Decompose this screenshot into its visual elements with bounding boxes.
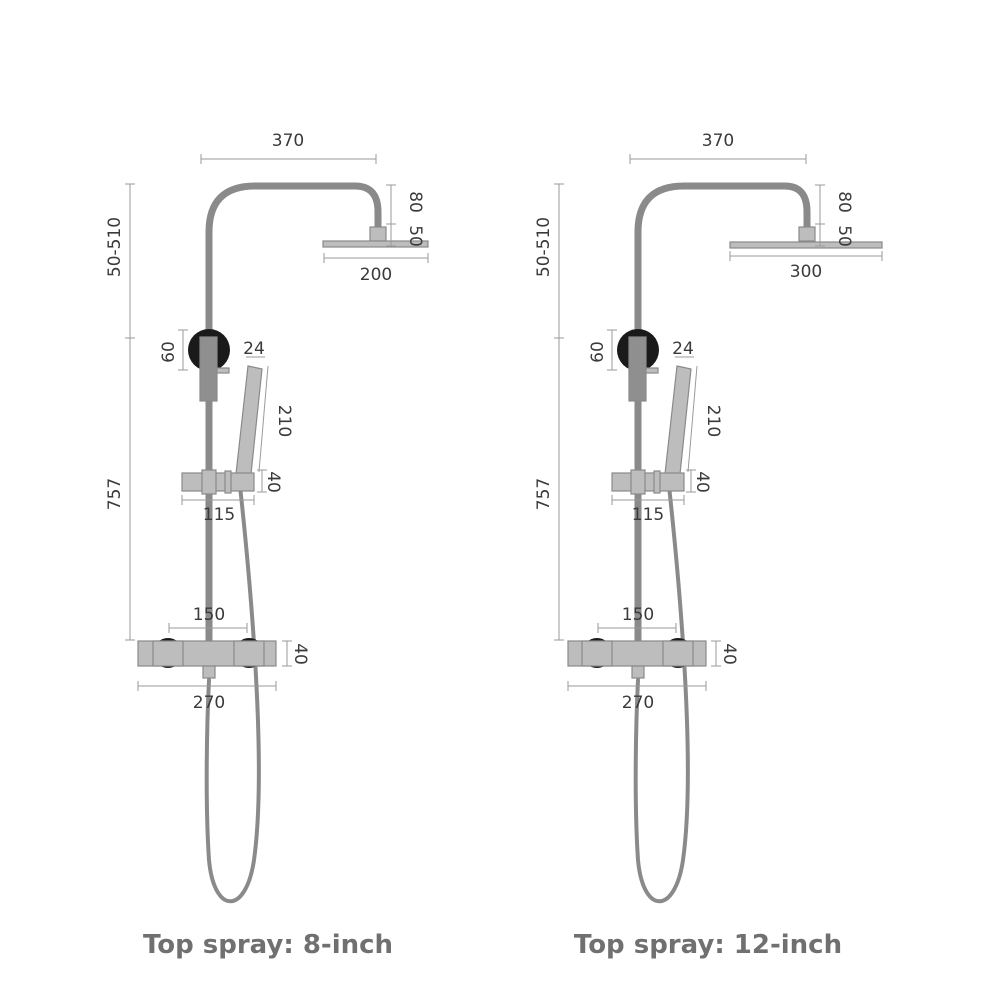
dim-valve-height: 40 bbox=[290, 643, 310, 665]
dim-head-thickness: 50 bbox=[834, 225, 854, 247]
rain-head bbox=[729, 241, 883, 249]
caption-8inch: Top spray: 8-inch bbox=[143, 930, 393, 960]
holder-block bbox=[628, 336, 647, 402]
slider-bar bbox=[181, 472, 255, 492]
slider-bar bbox=[611, 472, 685, 492]
dimension-lines bbox=[125, 154, 429, 691]
slider-clamp bbox=[630, 469, 646, 495]
slider-clip bbox=[653, 470, 661, 494]
dim-adjust-range: 50-510 bbox=[105, 217, 125, 277]
dim-valve-height: 40 bbox=[719, 643, 739, 665]
dim-valve-centers: 150 bbox=[622, 605, 654, 625]
head-connector bbox=[798, 226, 816, 242]
holder-block bbox=[199, 336, 218, 402]
dim-head-height: 80 bbox=[834, 191, 854, 213]
hose bbox=[204, 484, 261, 904]
dim-holder-size: 60 bbox=[588, 341, 608, 363]
hose bbox=[633, 484, 690, 904]
dim-holder-size: 60 bbox=[159, 341, 179, 363]
riser-pipe bbox=[205, 182, 382, 679]
valve-outlet bbox=[631, 665, 645, 679]
hand-shower bbox=[664, 365, 692, 475]
dim-slider-width: 115 bbox=[632, 505, 664, 525]
left-knob-sleeve bbox=[152, 640, 184, 667]
shower-unit-8inch: 370 80 50 200 50-510 757 60 24 210 40 11… bbox=[105, 131, 429, 960]
hand-shower bbox=[235, 365, 263, 475]
dim-slider-width: 115 bbox=[203, 505, 235, 525]
dim-hand-width: 24 bbox=[672, 339, 694, 359]
right-knob-sleeve bbox=[662, 640, 694, 667]
dim-head-height: 80 bbox=[405, 191, 425, 213]
dim-slider-height: 40 bbox=[692, 471, 712, 493]
holder-tab bbox=[216, 367, 230, 374]
dim-valve-centers: 150 bbox=[193, 605, 225, 625]
dim-head-diameter: 200 bbox=[360, 265, 392, 285]
dim-head-diameter: 300 bbox=[790, 262, 822, 282]
dim-valve-width: 270 bbox=[193, 693, 225, 713]
holder-tab bbox=[645, 367, 659, 374]
slider-clip bbox=[224, 470, 232, 494]
dim-rail-length: 757 bbox=[534, 478, 554, 510]
riser-pipe bbox=[634, 182, 811, 679]
dim-head-thickness: 50 bbox=[405, 225, 425, 247]
right-knob-sleeve bbox=[233, 640, 265, 667]
dimension-lines bbox=[554, 154, 883, 691]
dim-slider-height: 40 bbox=[263, 471, 283, 493]
dim-valve-width: 270 bbox=[622, 693, 654, 713]
valve-outlet bbox=[202, 665, 216, 679]
dim-adjust-range: 50-510 bbox=[534, 217, 554, 277]
left-knob-sleeve bbox=[581, 640, 613, 667]
dim-arm-reach: 370 bbox=[702, 131, 734, 151]
dim-hand-length: 210 bbox=[703, 405, 723, 437]
dim-hand-width: 24 bbox=[243, 339, 265, 359]
dim-rail-length: 757 bbox=[105, 478, 125, 510]
dim-arm-reach: 370 bbox=[272, 131, 304, 151]
slider-clamp bbox=[201, 469, 217, 495]
shower-unit-12inch: 370 80 50 300 50-510 757 60 24 210 40 11… bbox=[534, 131, 883, 960]
dim-hand-length: 210 bbox=[274, 405, 294, 437]
caption-12inch: Top spray: 12-inch bbox=[574, 930, 842, 960]
rain-head bbox=[322, 240, 429, 248]
head-connector bbox=[369, 226, 387, 242]
